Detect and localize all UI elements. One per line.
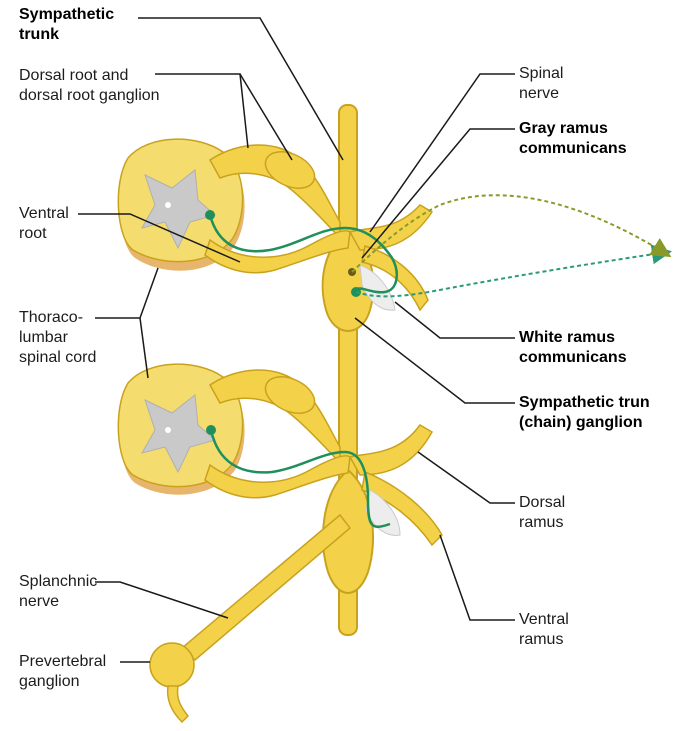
- label-prevertebral-ganglion: Prevertebral ganglion: [19, 652, 106, 692]
- splanchnic-nerve-shape: [150, 515, 350, 722]
- label-line: Spinal: [519, 64, 563, 84]
- label-line: dorsal root ganglion: [19, 86, 160, 106]
- label-line: Sympathetic trun: [519, 393, 650, 413]
- label-white-ramus: White ramus communicans: [519, 328, 627, 368]
- label-dorsal-root: Dorsal root and dorsal root ganglion: [19, 66, 160, 106]
- label-line: Splanchnic: [19, 572, 97, 592]
- label-ventral-ramus: Ventral ramus: [519, 610, 569, 650]
- label-line: spinal cord: [19, 348, 96, 368]
- label-line: Thoraco-: [19, 308, 96, 328]
- label-dorsal-ramus: Dorsal ramus: [519, 493, 565, 533]
- label-line: lumbar: [19, 328, 96, 348]
- label-line: communicans: [519, 348, 627, 368]
- label-line: ganglion: [19, 672, 106, 692]
- label-gray-ramus: Gray ramus communicans: [519, 119, 627, 159]
- label-spinal-nerve: Spinal nerve: [519, 64, 563, 104]
- label-line: Prevertebral: [19, 652, 106, 672]
- label-line: communicans: [519, 139, 627, 159]
- label-line: ramus: [519, 513, 565, 533]
- label-splanchnic-nerve: Splanchnic nerve: [19, 572, 97, 612]
- label-line: Ventral: [519, 610, 569, 630]
- preganglionic-neuron-upper: [205, 195, 668, 297]
- label-line: Gray ramus: [519, 119, 627, 139]
- label-line: nerve: [19, 592, 97, 612]
- label-line: Ventral: [19, 204, 69, 224]
- label-ventral-root: Ventral root: [19, 204, 69, 244]
- label-line: trunk: [19, 25, 114, 45]
- prevertebral-ganglion-shape: [150, 643, 194, 687]
- label-sympathetic-chain-ganglion: Sympathetic trun (chain) ganglion: [519, 393, 650, 433]
- label-line: Sympathetic: [19, 5, 114, 25]
- label-line: White ramus: [519, 328, 627, 348]
- label-line: nerve: [519, 84, 563, 104]
- label-thoracolumbar-spinal-cord: Thoraco- lumbar spinal cord: [19, 308, 96, 368]
- label-sympathetic-trunk: Sympathetic trunk: [19, 5, 114, 45]
- label-line: Dorsal: [519, 493, 565, 513]
- label-line: root: [19, 224, 69, 244]
- label-line: (chain) ganglion: [519, 413, 650, 433]
- sympathetic-trunk-chain: [323, 105, 374, 635]
- label-line: ramus: [519, 630, 569, 650]
- label-line: Dorsal root and: [19, 66, 160, 86]
